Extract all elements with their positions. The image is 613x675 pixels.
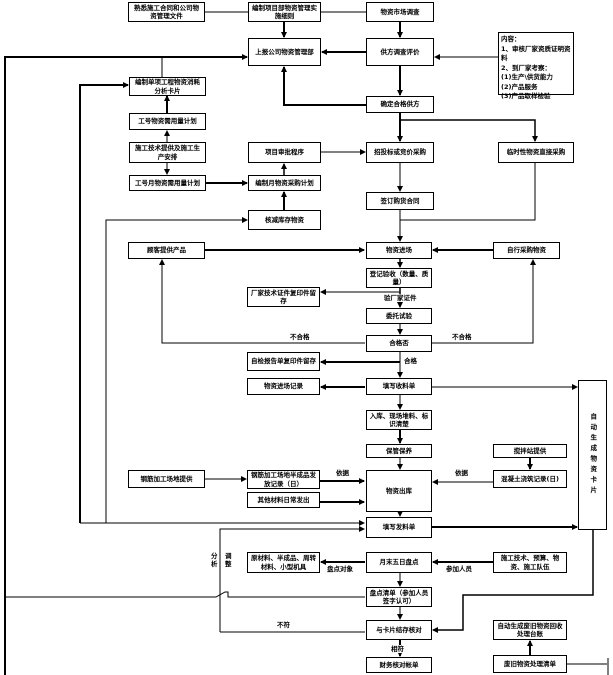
cert-copy-box: 厂家技术证件复印件留存 xyxy=(247,287,320,307)
qualified-supplier-box: 确定合格供方 xyxy=(366,96,434,113)
basis-right-label: 依据 xyxy=(455,469,468,477)
register-box: 登记验收（数量、质量） xyxy=(366,268,432,288)
card-check-box: 与卡片结存核对 xyxy=(366,620,432,640)
test-box: 委托试验 xyxy=(366,308,432,324)
month-end-box: 月末五日盘点 xyxy=(366,552,432,573)
finance-box: 财务核对帐单 xyxy=(366,657,432,673)
other-materials-box: 其他材料日常发出 xyxy=(247,492,320,508)
inventory-object-label: 盘点对象 xyxy=(327,565,353,573)
note-line: (1)生产\供货能力 xyxy=(501,73,553,81)
inventory-list-box: 盘点清单（参加人员签字认可） xyxy=(366,587,432,607)
note-line: (2)产品服务 xyxy=(501,82,538,91)
evaluation-content-note: 内容： 1、审核厂家资质证明资料 2、到厂家考察： (1)生产\供货能力 (2)… xyxy=(498,32,574,100)
auto-card-box: 自动生成物资卡片 xyxy=(578,380,607,530)
report-copy-box: 自检报告单复印件留存 xyxy=(247,352,320,371)
verify-cert-label: 验厂家证件 xyxy=(384,294,417,302)
familiarize-documents-box: 熟悉施工合同和公司物资管理文件 xyxy=(128,2,205,22)
note-line: 内容： xyxy=(501,35,521,43)
outbound-box: 物资出库 xyxy=(366,470,432,512)
qualified-decision-box: 合格否 xyxy=(366,335,432,352)
customer-supply-box: 顾客提供产品 xyxy=(128,242,205,259)
inventory-objects-box: 原材料、半成品、周转材料、小型机具 xyxy=(247,552,320,573)
monthly-demand-box: 工号月物资需用量计划 xyxy=(129,175,206,191)
rebar-record-box: 钢筋加工场地半成品发放记录（日） xyxy=(247,470,320,489)
scrap-ledger-box: 自动生成废旧物资回收处理台账 xyxy=(493,620,567,640)
monthly-purchase-box: 编制月物资采购计划 xyxy=(248,175,321,191)
consumption-card-box: 编制单项工程物资消耗分析卡片 xyxy=(129,77,206,96)
arrival-box: 物资进场 xyxy=(366,242,432,259)
detail-rules-box: 编制项目部物资管理实施细则 xyxy=(248,2,321,22)
match-label: 相符 xyxy=(391,645,404,653)
participants-label: 参加人员 xyxy=(446,565,472,573)
storage-box: 入库、现场堆料、标识清楚 xyxy=(366,410,432,430)
concrete-record-box: 混凝土浇筑记录(日) xyxy=(493,470,567,488)
market-survey-box: 物资市场调查 xyxy=(366,2,434,22)
basis-left-label: 依据 xyxy=(336,469,349,477)
analyze-label: 分析 xyxy=(211,552,218,568)
participants-box: 施工技术、预算、物资、施工队伍 xyxy=(493,552,567,573)
issue-slip-box: 填写发料单 xyxy=(366,517,432,538)
temporary-purchase-box: 临时性物资直接采购 xyxy=(498,142,574,163)
unqualified-right-label: 不合格 xyxy=(452,333,472,341)
mixing-station-box: 搅拌站提供 xyxy=(493,444,567,458)
maintenance-box: 保管保养 xyxy=(366,444,432,458)
qualified-label: 合格 xyxy=(404,357,417,365)
adjust-label: 调整 xyxy=(225,552,232,568)
approval-box: 项目审批程序 xyxy=(248,142,321,163)
deduct-stock-box: 核减库存物资 xyxy=(248,210,321,230)
contract-box: 签订购货合同 xyxy=(366,192,434,210)
demand-plan-box: 工号物资需用量计划 xyxy=(129,113,206,130)
self-purchase-box: 自行采购物资 xyxy=(493,242,560,259)
bidding-box: 招投标或竞价采购 xyxy=(366,142,434,163)
mismatch-label: 不符 xyxy=(277,621,290,629)
scrap-list-box: 废旧物资处理清单 xyxy=(493,655,567,673)
note-line: 1、审核厂家资质证明资料 xyxy=(501,44,571,63)
tech-arrangement-box: 施工技术提供及施工生产安排 xyxy=(129,142,206,163)
arrival-record-box: 物资进场记录 xyxy=(247,378,320,395)
note-line: (3)产品取样检验 xyxy=(501,92,551,100)
unqualified-left-label: 不合格 xyxy=(290,333,310,341)
rebar-site-box: 钢筋加工场地提供 xyxy=(128,470,205,488)
supplier-evaluation-box: 供方调查评价 xyxy=(366,38,434,66)
report-company-box: 上报公司物资管理部 xyxy=(248,38,321,66)
note-line: 2、到厂家考察： xyxy=(501,63,552,72)
receipt-box: 填写收料单 xyxy=(366,378,432,395)
